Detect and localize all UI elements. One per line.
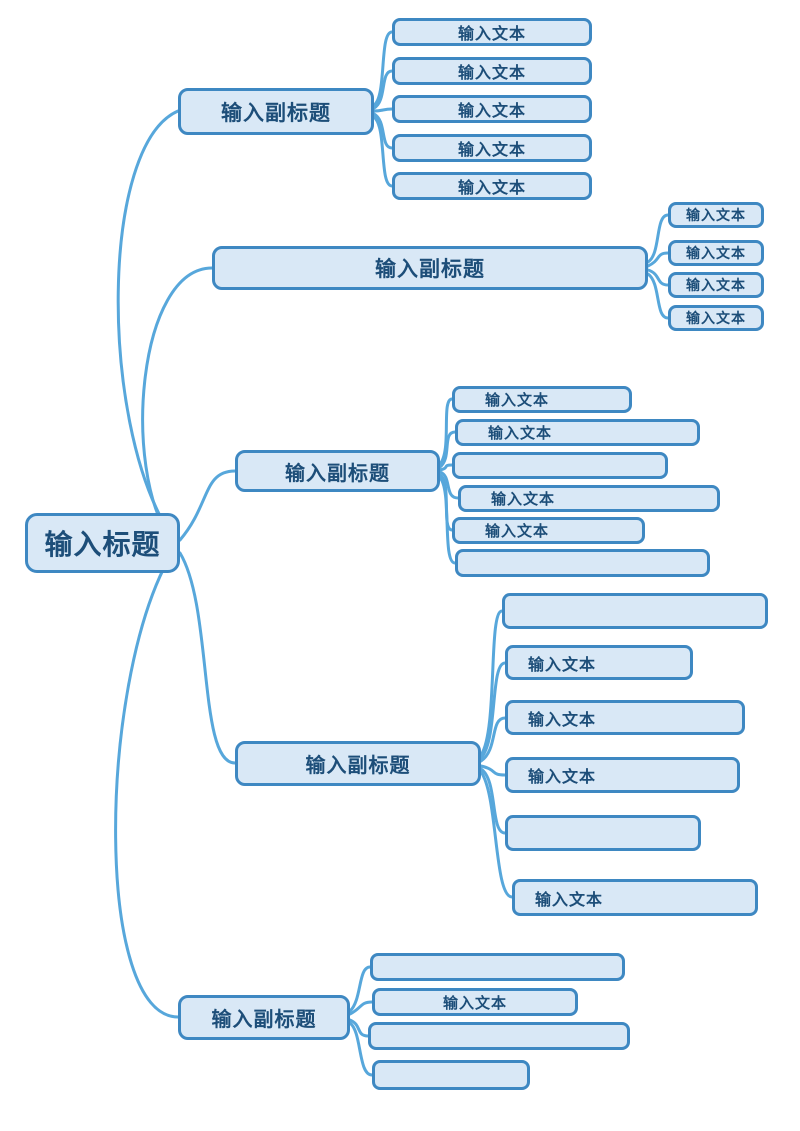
child-node[interactable]: 输入文本 — [668, 240, 764, 266]
child-node[interactable]: 输入文本 — [668, 202, 764, 228]
child-node[interactable] — [370, 953, 625, 981]
connector-line — [479, 767, 507, 835]
connector-line — [116, 109, 180, 532]
branch-node-5[interactable]: 输入副标题 — [178, 995, 350, 1040]
child-node[interactable]: 输入文本 — [455, 419, 700, 446]
connector-line — [348, 1021, 374, 1077]
connector-line — [348, 1000, 374, 1016]
connector-line — [348, 1018, 370, 1038]
connector-line — [479, 764, 507, 777]
child-node[interactable] — [502, 593, 768, 629]
child-node[interactable] — [452, 452, 668, 479]
connector-line — [479, 770, 514, 899]
child-node[interactable]: 输入文本 — [452, 517, 645, 544]
branch-node-2[interactable]: 输入副标题 — [212, 246, 648, 290]
child-node[interactable]: 输入文本 — [392, 57, 592, 85]
child-node[interactable]: 输入文本 — [392, 172, 592, 200]
connector-line — [479, 716, 507, 763]
connector-line — [141, 266, 214, 540]
child-node[interactable]: 输入文本 — [668, 272, 764, 298]
branch-node-1[interactable]: 输入副标题 — [178, 88, 374, 135]
child-node[interactable]: 输入文本 — [372, 988, 578, 1016]
child-node[interactable]: 输入文本 — [668, 305, 764, 331]
connector-line — [178, 551, 237, 765]
connector-line — [178, 469, 237, 542]
connector-line — [438, 463, 454, 472]
connector-line — [372, 112, 394, 150]
connector-line — [438, 476, 457, 565]
connector-line — [438, 397, 454, 466]
child-node[interactable]: 输入文本 — [458, 485, 720, 512]
child-node[interactable] — [505, 815, 701, 851]
connector-line — [372, 30, 394, 107]
child-node[interactable] — [368, 1022, 630, 1050]
child-node[interactable] — [372, 1060, 530, 1090]
branch-node-3[interactable]: 输入副标题 — [235, 450, 440, 492]
child-node[interactable]: 输入文本 — [505, 700, 745, 735]
connector-line — [479, 661, 507, 760]
connector-line — [479, 609, 504, 757]
connector-line — [372, 115, 394, 188]
child-node[interactable]: 输入文本 — [505, 645, 693, 680]
root-node[interactable]: 输入标题 — [25, 513, 180, 573]
connector-line — [646, 272, 670, 320]
child-node[interactable]: 输入文本 — [392, 134, 592, 162]
child-node[interactable]: 输入文本 — [512, 879, 758, 916]
connector-line — [646, 251, 670, 268]
connector-line — [438, 430, 457, 469]
branch-node-4[interactable]: 输入副标题 — [235, 741, 481, 786]
connector-line — [646, 268, 670, 287]
connector-line — [348, 965, 372, 1013]
child-node[interactable]: 输入文本 — [392, 95, 592, 123]
connector-line — [114, 558, 180, 1019]
child-node[interactable] — [455, 549, 710, 577]
child-node[interactable]: 输入文本 — [452, 386, 632, 413]
connector-line — [372, 107, 394, 113]
connector-line — [372, 69, 394, 110]
connector-line — [438, 470, 460, 500]
child-node[interactable]: 输入文本 — [505, 757, 740, 793]
child-node[interactable]: 输入文本 — [392, 18, 592, 46]
connector-line — [646, 213, 670, 264]
